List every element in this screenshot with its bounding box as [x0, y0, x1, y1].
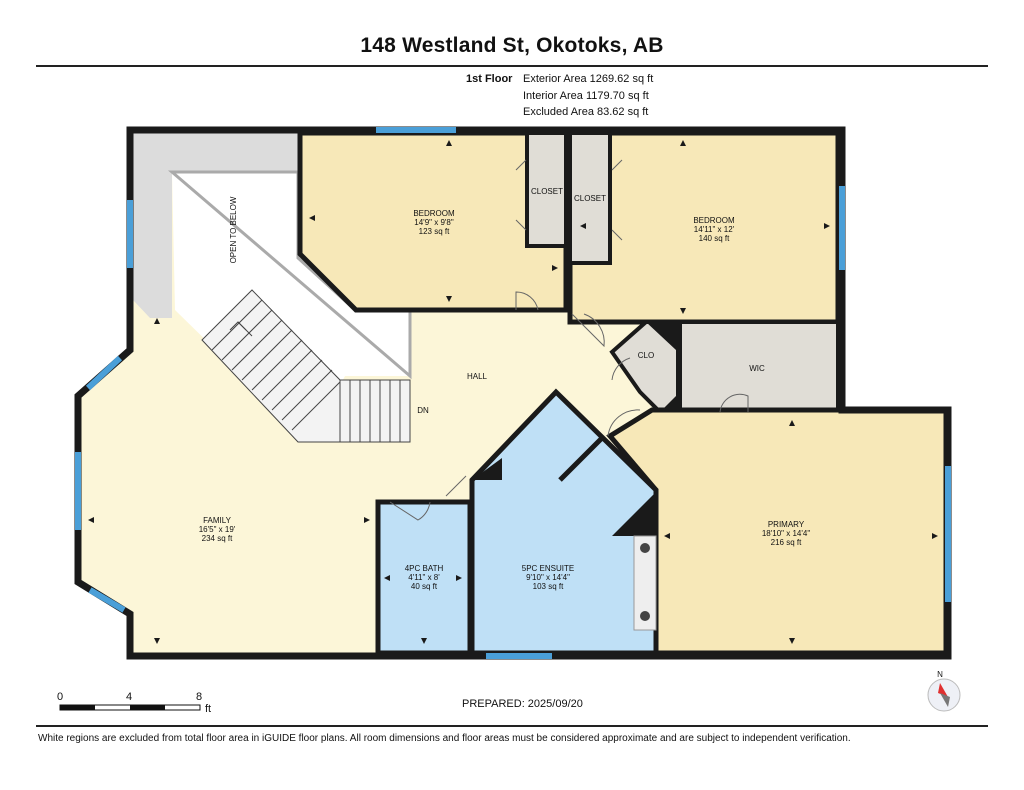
bath-dims: 4'11" x 8' — [408, 573, 440, 582]
wall-arrows — [88, 140, 938, 644]
disclaimer: White regions are excluded from total fl… — [38, 733, 851, 744]
footer-divider — [36, 725, 988, 727]
compass-icon: N — [927, 670, 961, 712]
windows — [75, 127, 951, 659]
family-name: FAMILY — [203, 516, 232, 525]
closet-2 — [568, 131, 612, 265]
scale-tick-4: 4 — [126, 691, 132, 703]
wic-name: WIC — [749, 364, 765, 373]
staircase — [201, 289, 411, 443]
bedroom-1-name: BEDROOM — [413, 209, 455, 218]
excluded-area: Excluded Area 83.62 sq ft — [523, 106, 649, 118]
bedroom-2-name: BEDROOM — [693, 216, 735, 225]
primary-name: PRIMARY — [768, 520, 805, 529]
family-dims: 16'5" x 19' — [199, 525, 236, 534]
family-area: 234 sq ft — [202, 534, 233, 543]
scale-unit: ft — [205, 703, 211, 715]
open-to-below-area — [172, 172, 410, 442]
scale-bar: 0 4 8 ft — [57, 691, 211, 715]
bedroom-1-area: 123 sq ft — [419, 227, 450, 236]
ensuite-name: 5PC ENSUITE — [522, 564, 574, 573]
bath-name: 4PC BATH — [405, 564, 444, 573]
compass-north: N — [937, 670, 943, 679]
ensuite-area: 103 sq ft — [533, 582, 564, 591]
open-to-below-label: OPEN TO BELOW — [229, 196, 238, 263]
closet-1-name: CLOSET — [531, 187, 563, 196]
closet-2-name: CLOSET — [574, 194, 606, 203]
scale-tick-0: 0 — [57, 691, 63, 703]
hall-name: HALL — [467, 372, 488, 381]
bath-area: 40 sq ft — [411, 582, 438, 591]
primary-area: 216 sq ft — [771, 538, 802, 547]
ensuite-dims: 9'10" x 14'4" — [526, 573, 570, 582]
bedroom-1-dims: 14'9" x 9'8" — [414, 218, 454, 227]
clo-name: CLO — [638, 351, 654, 360]
floor-label: 1st Floor — [466, 73, 513, 85]
vanity — [633, 535, 657, 631]
dn-label: DN — [417, 406, 429, 415]
primary-dims: 18'10" x 14'4" — [762, 529, 810, 538]
bedroom-2-dims: 14'11" x 12' — [694, 225, 735, 234]
bedroom-2-area: 140 sq ft — [699, 234, 730, 243]
header-divider — [36, 65, 988, 67]
excluded-corner — [133, 133, 298, 318]
scale-tick-8: 8 — [196, 691, 202, 703]
prepared-date: PREPARED: 2025/09/20 — [462, 698, 583, 710]
interior-area: Interior Area 1179.70 sq ft — [523, 90, 649, 102]
doors — [389, 159, 749, 521]
exterior-area: Exterior Area 1269.62 sq ft — [523, 73, 654, 85]
bath-floor — [375, 499, 473, 656]
plan-title: 148 Westland St, Okotoks, AB — [360, 34, 664, 57]
